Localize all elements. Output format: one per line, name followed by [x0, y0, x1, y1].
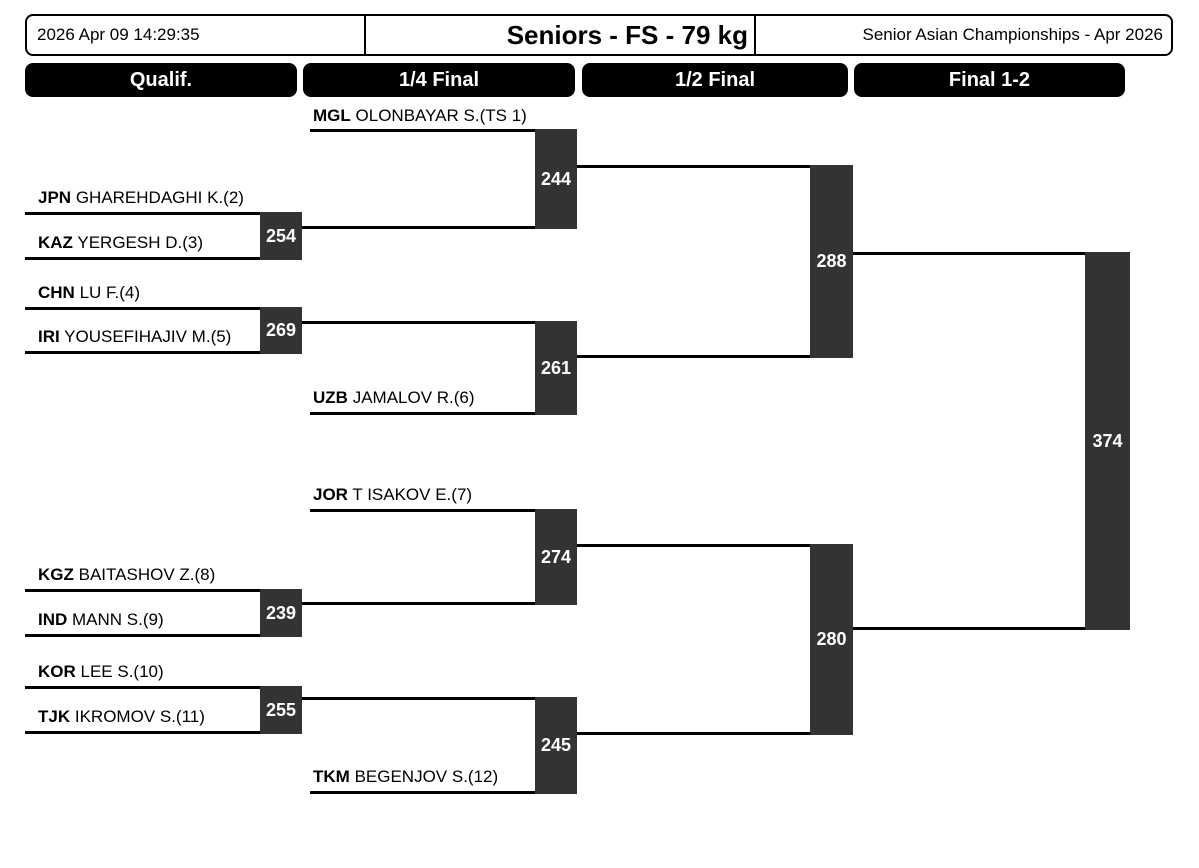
bracket-line	[25, 634, 302, 637]
bracket-line	[577, 732, 810, 735]
round-header-quarterfinal: 1/4 Final	[303, 63, 575, 97]
athlete-name: BAITASHOV Z.(8)	[78, 565, 216, 584]
match-number-badge: 280	[810, 544, 853, 735]
athlete-name: YERGESH D.(3)	[77, 233, 204, 252]
top-info-bar: 2026 Apr 09 14:29:35 Seniors - FS - 79 k…	[25, 14, 1173, 56]
timestamp: 2026 Apr 09 14:29:35	[37, 25, 200, 44]
bracket-line	[25, 731, 302, 734]
match-number-badge: 288	[810, 165, 853, 358]
country-code: KGZ	[38, 565, 74, 584]
country-code: MGL	[313, 106, 351, 125]
athlete-name: BEGENJOV S.(12)	[354, 767, 499, 786]
bracket-line	[310, 509, 577, 512]
bracket-line	[302, 602, 577, 605]
bracket-line	[577, 165, 810, 168]
country-code: IND	[38, 610, 68, 629]
athlete-name: YOUSEFIHAJIV M.(5)	[64, 327, 232, 346]
country-code: TJK	[38, 707, 71, 726]
country-code: TKM	[313, 767, 350, 786]
athlete-name: GHAREHDAGHI K.(2)	[75, 188, 244, 207]
athlete-entry: CHN LU F.(4)	[38, 283, 140, 303]
bracket-line	[25, 686, 302, 689]
country-code: KAZ	[38, 233, 73, 252]
bracket-line	[310, 129, 577, 132]
country-code: JPN	[38, 188, 72, 207]
athlete-entry: UZB JAMALOV R.(6)	[313, 388, 475, 408]
page-title: Seniors - FS - 79 kg	[364, 16, 754, 54]
bracket-line	[310, 791, 577, 794]
match-number-badge: 244	[535, 129, 577, 229]
bracket-line	[302, 697, 577, 700]
round-header-semifinal: 1/2 Final	[582, 63, 848, 97]
athlete-name: IKROMOV S.(11)	[74, 707, 205, 726]
bracket-line	[25, 212, 302, 215]
athlete-name: LU F.(4)	[79, 283, 141, 302]
country-code: CHN	[38, 283, 75, 302]
bracket-line	[302, 321, 577, 324]
athlete-entry: KAZ YERGESH D.(3)	[38, 233, 203, 253]
match-number-badge: 269	[260, 307, 302, 354]
country-code: JOR	[313, 485, 348, 504]
round-header-final: Final 1-2	[854, 63, 1125, 97]
athlete-entry: KGZ BAITASHOV Z.(8)	[38, 565, 215, 585]
country-code: KOR	[38, 662, 76, 681]
bracket-line	[853, 627, 1085, 630]
bracket-line	[853, 252, 1085, 255]
match-number-badge: 245	[535, 697, 577, 794]
athlete-name: MANN S.(9)	[72, 610, 164, 629]
athlete-name: OLONBAYAR S.(TS 1)	[355, 106, 527, 125]
bracket-line	[25, 257, 302, 260]
bracket-line	[25, 307, 302, 310]
round-header-qualif: Qualif.	[25, 63, 297, 97]
athlete-entry: IRI YOUSEFIHAJIV M.(5)	[38, 327, 231, 347]
athlete-entry: MGL OLONBAYAR S.(TS 1)	[313, 106, 527, 126]
country-code: UZB	[313, 388, 348, 407]
athlete-entry: IND MANN S.(9)	[38, 610, 164, 630]
bracket-line	[577, 544, 810, 547]
country-code: IRI	[38, 327, 60, 346]
athlete-entry: JPN GHAREHDAGHI K.(2)	[38, 188, 244, 208]
match-number-badge: 254	[260, 212, 302, 260]
event-name: Senior Asian Championships - Apr 2026	[754, 16, 1171, 54]
bracket-line	[302, 226, 577, 229]
bracket-line	[310, 412, 577, 415]
athlete-entry: JOR T ISAKOV E.(7)	[313, 485, 472, 505]
athlete-entry: TJK IKROMOV S.(11)	[38, 707, 205, 727]
athlete-entry: TKM BEGENJOV S.(12)	[313, 767, 498, 787]
athlete-name: LEE S.(10)	[80, 662, 164, 681]
athlete-name: JAMALOV R.(6)	[352, 388, 475, 407]
match-number-badge: 261	[535, 321, 577, 415]
bracket-line	[25, 589, 302, 592]
athlete-entry: KOR LEE S.(10)	[38, 662, 164, 682]
bracket-line	[577, 355, 810, 358]
match-number-badge: 374	[1085, 252, 1130, 630]
athlete-name: T ISAKOV E.(7)	[352, 485, 473, 504]
match-number-badge: 274	[535, 509, 577, 605]
match-number-badge: 255	[260, 686, 302, 734]
match-number-badge: 239	[260, 589, 302, 637]
bracket-line	[25, 351, 302, 354]
